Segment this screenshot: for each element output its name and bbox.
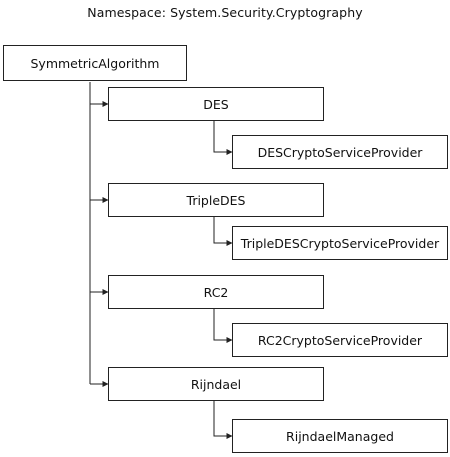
node-label: SymmetricAlgorithm (30, 55, 160, 71)
node-tripledes: TripleDES (108, 183, 324, 217)
node-des: DES (108, 87, 324, 121)
elbow-des-child (213, 121, 233, 155)
node-rijndaelmanaged: RijndaelManaged (232, 419, 448, 453)
node-symmetricalgorithm: SymmetricAlgorithm (3, 45, 187, 81)
node-label: DES (203, 96, 229, 112)
node-label: RC2 (203, 284, 229, 300)
node-tripledescryptoserviceprovider: TripleDESCryptoServiceProvider (232, 226, 448, 260)
node-label: TripleDESCryptoServiceProvider (240, 235, 440, 251)
elbow-tripledes-child (213, 217, 233, 246)
node-descryptoserviceprovider: DESCryptoServiceProvider (232, 135, 448, 169)
node-label: Rijndael (190, 376, 242, 392)
node-label: DESCryptoServiceProvider (257, 144, 423, 160)
elbow-rijndael-child (213, 401, 233, 439)
node-rc2cryptoserviceprovider: RC2CryptoServiceProvider (232, 323, 448, 357)
node-label: RC2CryptoServiceProvider (257, 332, 423, 348)
diagram-title: Namespace: System.Security.Cryptography (87, 5, 363, 20)
node-rc2: RC2 (108, 275, 324, 309)
elbow-rc2-child (213, 309, 233, 343)
node-label: RijndaelManaged (286, 428, 394, 444)
node-label: TripleDES (186, 192, 246, 208)
node-rijndael: Rijndael (108, 367, 324, 401)
